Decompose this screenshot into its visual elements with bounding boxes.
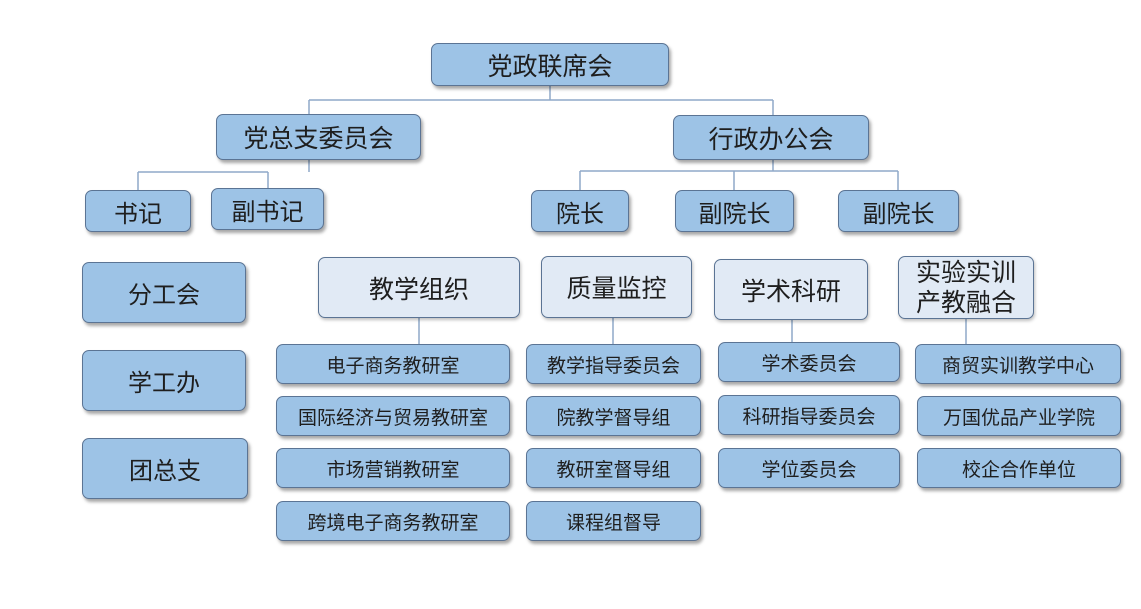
- dept-research-item-label: 学位委员会: [761, 458, 857, 481]
- vice-dean-label-1: 副院长: [698, 199, 771, 228]
- dean-box[interactable]: 院长: [531, 190, 629, 232]
- connector-party: [137, 160, 310, 190]
- dept-teaching-box[interactable]: 教学组织: [318, 257, 520, 318]
- dept-practice-item[interactable]: 商贸实训教学中心: [915, 344, 1121, 384]
- vice-dean-box-1[interactable]: 副院长: [675, 190, 794, 232]
- dept-research-item[interactable]: 学位委员会: [718, 448, 900, 488]
- dept-research-item-label: 学术委员会: [761, 352, 857, 375]
- dept-quality-item[interactable]: 教研室督导组: [526, 448, 701, 488]
- dept-teaching-item[interactable]: 电子商务教研室: [276, 344, 510, 384]
- dept-research-item-label: 科研指导委员会: [742, 405, 876, 428]
- dept-quality-item-label: 教学指导委员会: [546, 354, 680, 377]
- union-branch-box[interactable]: 分工会: [82, 262, 246, 323]
- secretary-box[interactable]: 书记: [85, 190, 191, 232]
- connector-admin: [579, 160, 899, 190]
- student-affairs-label: 学工办: [128, 369, 200, 397]
- dept-quality-item[interactable]: 教学指导委员会: [526, 344, 701, 384]
- dept-quality-box[interactable]: 质量监控: [541, 256, 692, 318]
- dept-research-item[interactable]: 学术委员会: [718, 342, 900, 382]
- dept-teaching-item[interactable]: 跨境电子商务教研室: [276, 501, 510, 541]
- youth-league-box[interactable]: 团总支: [82, 438, 248, 499]
- top-committee-label: 党政联席会: [487, 51, 613, 81]
- connector-top: [308, 86, 774, 115]
- dept-practice-item[interactable]: 万国优品产业学院: [917, 396, 1121, 436]
- dept-teaching-item-label: 电子商务教研室: [326, 354, 460, 377]
- deputy-secretary-label: 副书记: [231, 197, 304, 226]
- dept-practice-item-label: 校企合作单位: [961, 458, 1076, 481]
- dept-quality-label: 质量监控: [566, 274, 667, 303]
- admin-office-box[interactable]: 行政办公会: [673, 115, 869, 160]
- dept-research-label: 学术科研: [740, 276, 841, 306]
- union-branch-label: 分工会: [128, 281, 200, 309]
- dept-quality-item[interactable]: 院教学督导组: [526, 396, 701, 436]
- dept-teaching-item[interactable]: 国际经济与贸易教研室: [276, 396, 510, 436]
- dept-practice-item-label: 万国优品产业学院: [942, 406, 1095, 429]
- dept-research-item[interactable]: 科研指导委员会: [718, 395, 900, 435]
- dept-practice-label-line2: 产教融合: [915, 287, 1016, 317]
- dean-label: 院长: [556, 199, 604, 228]
- party-committee-box[interactable]: 党总支委员会: [216, 114, 421, 160]
- vice-dean-box-2[interactable]: 副院长: [838, 190, 959, 232]
- dept-quality-item-label: 课程组督导: [565, 511, 661, 534]
- dept-quality-item-label: 院教学督导组: [556, 406, 671, 429]
- dept-practice-label-line1: 实验实训: [915, 257, 1016, 287]
- dept-teaching-item-label: 国际经济与贸易教研室: [297, 406, 488, 429]
- party-committee-label: 党总支委员会: [243, 124, 394, 153]
- admin-office-label: 行政办公会: [708, 124, 834, 154]
- secretary-label: 书记: [114, 199, 162, 228]
- dept-practice-item-label: 商贸实训教学中心: [941, 354, 1094, 377]
- youth-league-label: 团总支: [129, 457, 201, 485]
- dept-teaching-item-label: 市场营销教研室: [326, 458, 460, 481]
- dept-teaching-label: 教学组织: [368, 274, 469, 304]
- dept-quality-item-label: 教研室督导组: [556, 458, 671, 481]
- dept-quality-item[interactable]: 课程组督导: [526, 501, 701, 541]
- dept-teaching-item[interactable]: 市场营销教研室: [276, 448, 510, 488]
- dept-research-box[interactable]: 学术科研: [714, 259, 868, 320]
- student-affairs-box[interactable]: 学工办: [82, 350, 246, 411]
- dept-teaching-item-label: 跨境电子商务教研室: [307, 511, 479, 534]
- dept-practice-box[interactable]: 实验实训 产教融合: [898, 256, 1034, 319]
- vice-dean-label-2: 副院长: [862, 199, 935, 228]
- dept-practice-item[interactable]: 校企合作单位: [917, 448, 1121, 488]
- top-committee-box[interactable]: 党政联席会: [431, 43, 669, 86]
- deputy-secretary-box[interactable]: 副书记: [211, 188, 324, 230]
